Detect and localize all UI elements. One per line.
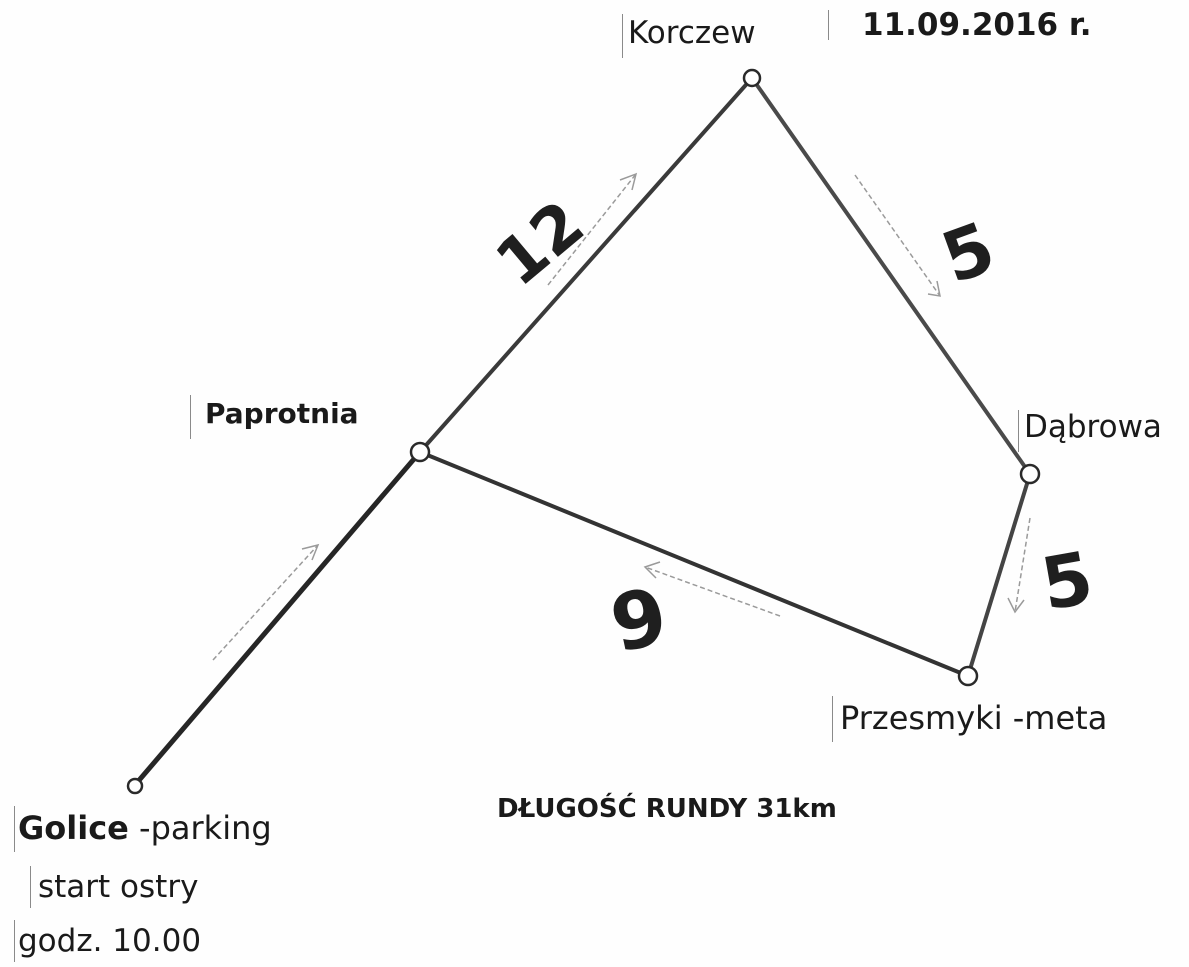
arrow-to-korczew-head (619, 172, 638, 191)
start-time: godz. 10.00 (18, 923, 202, 959)
nodes (126, 68, 1041, 795)
segment-przesmyki-paprotnia (418, 450, 970, 678)
place-korczew: Korczew (628, 15, 756, 51)
label-marker (30, 866, 31, 908)
arrow-start (212, 544, 319, 661)
label-marker (190, 395, 191, 439)
arrow-to-dabrowa-head (927, 280, 941, 297)
golice-suffix: -parking (128, 809, 272, 847)
node-paprotnia (409, 441, 431, 463)
label-marker (622, 14, 623, 58)
arrow-to-dabrowa (854, 174, 941, 297)
arrow-start-head (301, 543, 320, 561)
start-info: start ostry (38, 869, 199, 905)
arrow-to-paprotnia-head (643, 561, 661, 579)
date-label: 11.09.2016 r. (862, 7, 1092, 43)
node-golice (126, 777, 144, 795)
place-dabrowa: Dąbrowa (1024, 409, 1162, 445)
direction-arrows (212, 172, 1031, 661)
round-length: DŁUGOŚĆ RUNDY 31km (497, 794, 837, 824)
node-korczew (742, 68, 762, 88)
node-dabrowa (1019, 463, 1041, 485)
segment-dabrowa-przesmyki (966, 472, 1032, 678)
label-marker (832, 696, 833, 742)
segment-golice-paprotnia (132, 449, 423, 788)
label-marker (14, 920, 15, 962)
segment-paprotnia-korczew (418, 76, 754, 454)
segment-korczew-dabrowa (750, 76, 1032, 476)
arrow-to-przesmyki (1014, 517, 1031, 613)
place-golice: Golice -parking (18, 812, 272, 844)
label-marker (1018, 410, 1019, 452)
label-marker (14, 806, 15, 852)
place-przesmyki: Przesmyki -meta (840, 699, 1108, 737)
node-przesmyki (957, 665, 979, 687)
arrow-to-przesmyki-head (1007, 597, 1025, 614)
label-marker (828, 10, 829, 40)
golice-name: Golice (18, 809, 129, 847)
place-paprotnia: Paprotnia (205, 397, 359, 430)
